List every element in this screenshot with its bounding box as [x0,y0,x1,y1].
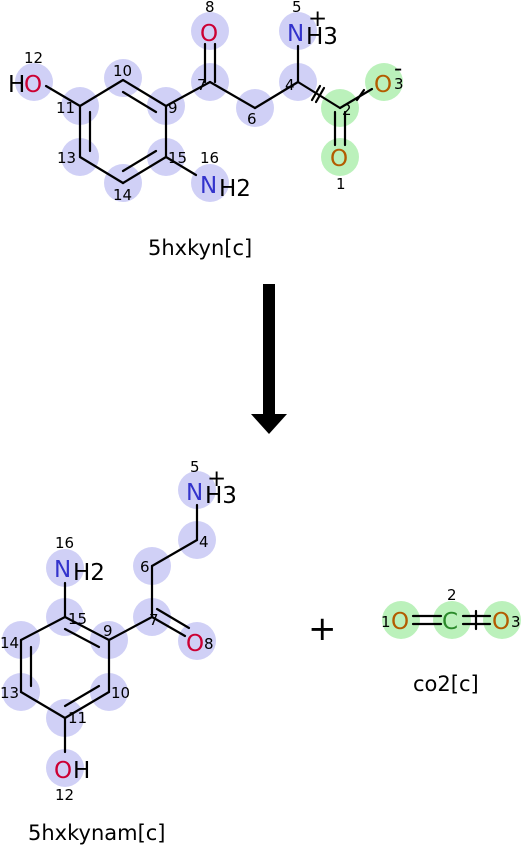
reactant-h3: H3 [306,24,338,50]
product1-bonds [19,503,199,754]
reactant-label-16: 16 [200,149,219,167]
product2-bonds [411,609,492,631]
product2-o1: O [391,609,409,635]
reactant-label-15: 15 [168,149,187,167]
reactant-n5: N [287,21,304,47]
product2-highlights [382,601,521,639]
reactant-bonds [44,42,374,185]
product1-label-12: 12 [55,786,74,804]
reactant-oh-h: H [8,72,25,98]
reactant-o3: O [374,72,392,98]
reactant-name: 5hxkyn[c] [148,236,252,260]
product2-molecule: O C O 1 2 3 co2[c] [381,586,521,696]
reactant-label-9: 9 [168,99,178,117]
reactant-label-13: 13 [57,149,76,167]
reactant-label-2: 2 [342,101,352,119]
product1-label-7: 7 [149,611,159,629]
product1-o8: O [186,631,204,657]
product2-atoms: O C O [391,609,510,635]
product2-o3: O [492,609,510,635]
product1-molecule: N H3 + N H2 O O H 5 4 16 6 15 9 7 8 14 1… [0,458,237,845]
product1-label-15: 15 [68,610,87,628]
product1-label-9: 9 [103,622,113,640]
reactant-molecule: O N H3 + H O O - O N H2 8 5 12 10 7 4 2 … [8,0,404,260]
reactant-label-3: 3 [394,75,404,93]
reactant-minus: - [394,56,402,82]
product1-label-5: 5 [190,458,200,476]
reactant-label-10: 10 [113,62,132,80]
product2-numbers: 1 2 3 [381,586,521,631]
reactant-oh-o: O [24,72,42,98]
product1-name: 5hxkynam[c] [28,821,166,845]
product1-atoms: N H3 + N H2 O O H [54,466,237,784]
reactant-label-6: 6 [247,110,257,128]
reactant-label-4: 4 [285,76,295,94]
product1-plus: + [207,466,226,492]
reactant-o1: O [330,146,348,172]
plus-sign: + [308,609,337,649]
product1-h-oh: H [73,758,90,784]
product1-n5: N [186,480,203,506]
reactant-atoms: O N H3 + H O O - O N H2 [8,6,402,202]
product1-label-8: 8 [204,635,214,653]
reactant-label-12: 12 [24,49,43,67]
reactant-label-8: 8 [205,0,215,16]
reaction-arrow [251,284,287,434]
product2-c2: C [442,609,458,635]
product1-numbers: 5 4 16 6 15 9 7 8 14 13 10 11 12 [0,458,214,804]
product1-label-13: 13 [0,684,19,702]
product2-label-2: 2 [447,586,457,604]
product1-label-10: 10 [111,684,130,702]
product1-label-16: 16 [55,534,74,552]
reactant-h2: H2 [219,176,251,202]
product1-h3: H3 [205,483,237,509]
product1-label-11: 11 [68,709,87,727]
reactant-label-11: 11 [56,99,75,117]
product1-n16: N [54,557,71,583]
reactant-o8: O [200,21,218,47]
reactant-plus: + [308,6,327,32]
reactant-n16: N [200,173,217,199]
product1-label-4: 4 [199,533,209,551]
reactant-label-14: 14 [113,186,132,204]
product1-label-14: 14 [0,634,19,652]
product2-name: co2[c] [413,672,479,696]
product1-label-6: 6 [140,558,150,576]
product2-label-1: 1 [381,613,391,631]
reactant-numbers: 8 5 12 10 7 4 2 3 11 9 6 13 15 16 14 1 [24,0,404,204]
product1-o-oh: O [54,758,72,784]
reactant-label-5: 5 [292,0,302,16]
reactant-label-1: 1 [336,175,346,193]
product1-h2: H2 [73,560,105,586]
product2-label-3: 3 [511,613,521,631]
reactant-label-7: 7 [197,76,207,94]
